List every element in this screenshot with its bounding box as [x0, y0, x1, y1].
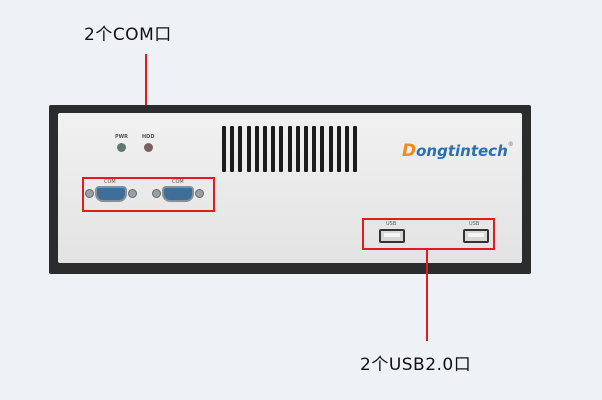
- vent-slot: [263, 126, 267, 172]
- vent-slot: [328, 126, 333, 172]
- hdd-led-icon: [144, 143, 153, 152]
- vent-slot: [287, 126, 292, 172]
- com-port-1: [85, 185, 137, 203]
- com-port-2-label: COM: [172, 179, 184, 185]
- usb-port-2-label: USB: [469, 221, 480, 227]
- vent-slot: [271, 126, 276, 172]
- vent-slot: [295, 126, 300, 172]
- logo-letter: D: [402, 141, 417, 161]
- vent-slot: [279, 126, 284, 172]
- vent-slot: [320, 126, 325, 172]
- vent-slot: [304, 126, 308, 172]
- vent-slot: [312, 126, 317, 172]
- vent-slot: [336, 126, 341, 172]
- com-port-1-label: COM: [104, 179, 116, 185]
- vent-slot: [254, 126, 259, 172]
- usb-port-2: [463, 229, 489, 243]
- vent-slot: [353, 126, 358, 172]
- brand-logo: Dongtintech®: [402, 141, 514, 161]
- usb-ports-annotation: 2个USB2.0口: [360, 355, 472, 375]
- vent-slot: [345, 126, 349, 172]
- com-ports-annotation: 2个COM口: [84, 25, 172, 45]
- usb-ports-highlight: [362, 218, 495, 250]
- usb-port-1-label: USB: [386, 221, 397, 227]
- vent-slot: [230, 126, 235, 172]
- vent-slot: [238, 126, 243, 172]
- vent-slot: [222, 126, 226, 172]
- com-port-2: [152, 185, 204, 203]
- com-ports-highlight: [82, 177, 215, 212]
- pwr-led-label: PWR: [115, 134, 129, 140]
- pwr-led-icon: [117, 143, 126, 152]
- registered-mark: ®: [507, 141, 514, 148]
- usb-port-1: [379, 229, 405, 243]
- usb-pointer-line: [426, 249, 428, 341]
- logo-text: ongtintech: [416, 142, 508, 160]
- hdd-led-label: HDD: [142, 134, 155, 140]
- vent-slot: [246, 126, 251, 172]
